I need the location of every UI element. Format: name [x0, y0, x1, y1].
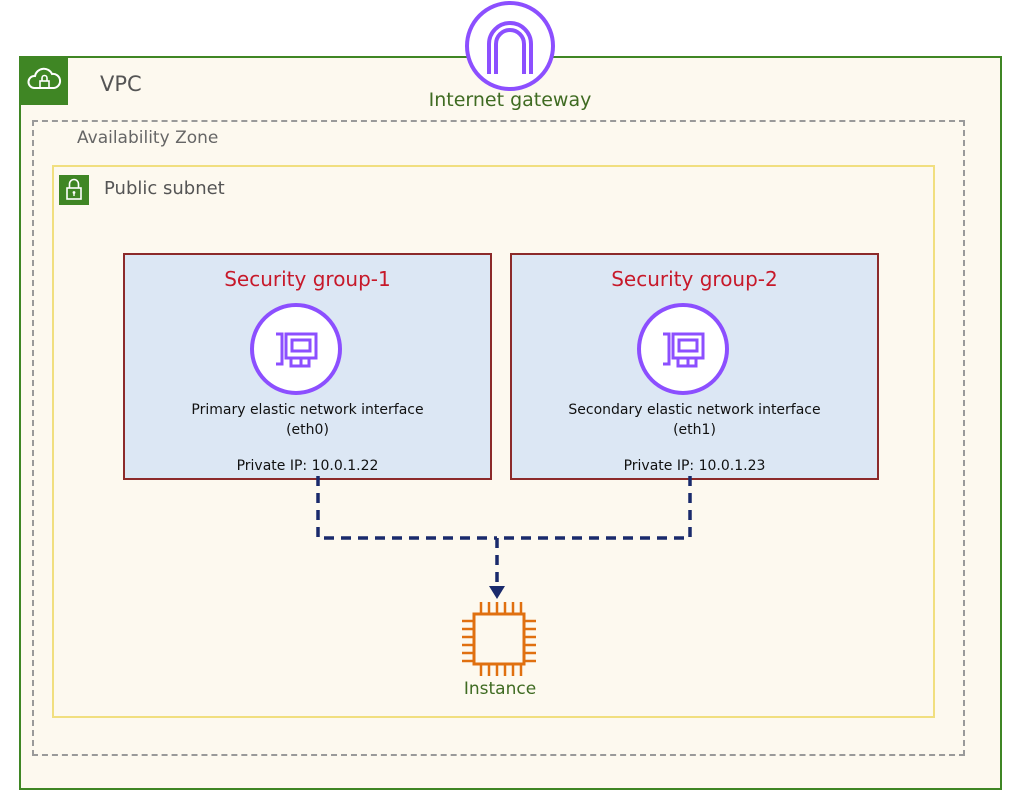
eni-name: Primary elastic network interface [191, 402, 424, 418]
vpc-label: VPC [100, 72, 142, 96]
eni-device: (eth0) [286, 422, 329, 438]
private-ip-label: Private IP: 10.0.1.22 [236, 458, 379, 474]
private-ip-label: Private IP: 10.0.1.23 [623, 458, 766, 474]
network-card-icon [637, 303, 729, 395]
cloud-lock-icon [27, 67, 62, 89]
instance-label: Instance [463, 679, 537, 699]
subnet-badge [59, 175, 89, 205]
eni-name: Secondary elastic network interface [568, 402, 821, 418]
availability-zone-container [32, 120, 965, 756]
primary-eni-description: Primary elastic network interface (eth0) [123, 400, 492, 440]
security-group-1-title: Security group-1 [224, 267, 391, 291]
chip-icon [462, 602, 536, 676]
availability-zone-label: Availability Zone [77, 128, 219, 148]
vpc-badge [20, 57, 68, 105]
eni-device: (eth1) [673, 422, 716, 438]
internet-gateway-label: Internet gateway [428, 89, 592, 111]
network-card-icon [250, 303, 342, 395]
security-group-2-title: Security group-2 [611, 267, 778, 291]
public-subnet-label: Public subnet [104, 178, 225, 199]
padlock-icon [66, 178, 82, 200]
public-subnet-container [52, 165, 935, 718]
secondary-eni-description: Secondary elastic network interface (eth… [510, 400, 879, 440]
gateway-arch-icon [465, 1, 555, 91]
